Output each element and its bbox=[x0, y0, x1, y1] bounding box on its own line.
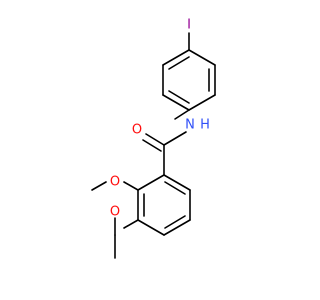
iodine-label: I bbox=[187, 18, 191, 33]
carbonyl-oxygen-label: O bbox=[132, 123, 142, 138]
molecule-structure: I N H O O O bbox=[91, 18, 216, 259]
bond-ring2-3 bbox=[163, 219, 191, 236]
bond-c-o-2 bbox=[142, 139, 162, 152]
bond-ring1-6-inner bbox=[168, 56, 190, 70]
bond-ring2-1 bbox=[163, 174, 191, 191]
bond-c3-o bbox=[123, 219, 139, 229]
bond-ring-n bbox=[174, 109, 190, 120]
bond-ring1-4-inner bbox=[168, 90, 190, 104]
bond-n-carbonyl bbox=[163, 131, 187, 146]
bond-o-ch3-2 bbox=[91, 181, 107, 191]
bond-c-o-1 bbox=[145, 133, 165, 146]
bond-ring2-4 bbox=[137, 219, 165, 236]
nitrogen-label: N bbox=[185, 118, 195, 133]
bond-ring2-3-inner bbox=[164, 215, 186, 229]
dimethoxyphenyl-ring bbox=[137, 174, 191, 236]
bond-ring2-6 bbox=[137, 174, 165, 191]
bond-ring2-1-inner bbox=[164, 181, 186, 195]
hydrogen-label: H bbox=[200, 118, 210, 133]
bond-ring1-6 bbox=[162, 49, 190, 66]
bond-ring1-4 bbox=[162, 94, 190, 111]
bond-c2-o bbox=[123, 181, 139, 191]
bond-ring1-3 bbox=[188, 94, 216, 111]
iodophenyl-ring bbox=[162, 49, 216, 111]
bond-ring1-1 bbox=[188, 49, 216, 66]
methoxy-oxygen-label-2: O bbox=[110, 175, 120, 190]
methoxy-oxygen-label-3: O bbox=[110, 205, 120, 220]
